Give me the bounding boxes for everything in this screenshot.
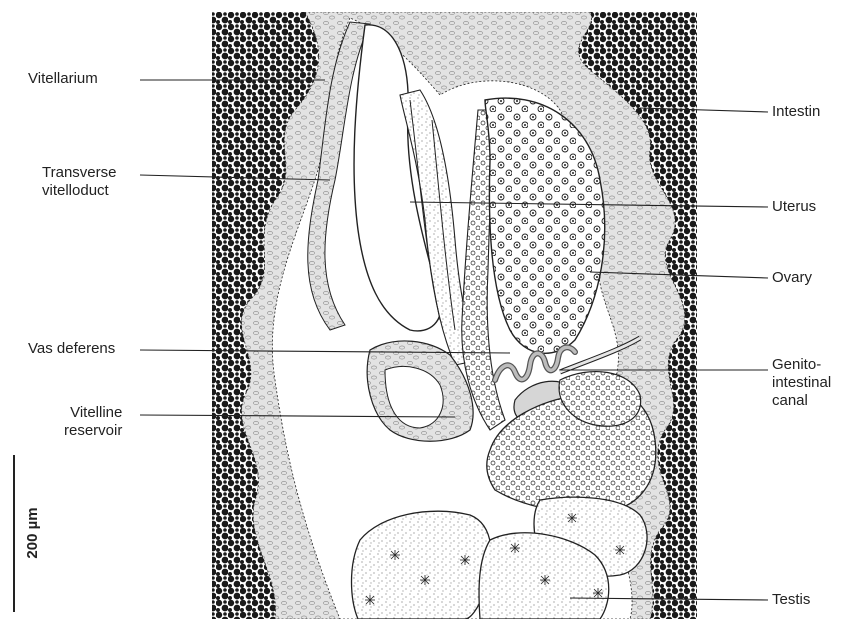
label-vas-deferens: Vas deferens [28,340,115,358]
label-transverse-vitelloduct: Transverse vitelloduct [42,164,116,200]
label-uterus: Uterus [772,198,816,216]
label-genito-line3: canal [772,392,831,410]
label-transverse-line1: Transverse [42,164,116,182]
label-vitellarium: Vitellarium [28,70,98,88]
label-vitelline-line2: reservoir [64,422,122,440]
label-testis: Testis [772,591,810,609]
label-vitelline-line1: Vitelline [64,404,122,422]
label-vitelline-reservoir: Vitelline reservoir [64,404,122,440]
label-ovary: Ovary [772,269,812,287]
label-genito-line1: Genito- [772,356,831,374]
label-transverse-line2: vitelloduct [42,182,116,200]
label-genito-line2: intestinal [772,374,831,392]
scale-bar-label: 200 µm [24,498,42,568]
label-intestin: Intestin [772,103,820,121]
label-genito-intestinal-canal: Genito- intestinal canal [772,356,831,410]
